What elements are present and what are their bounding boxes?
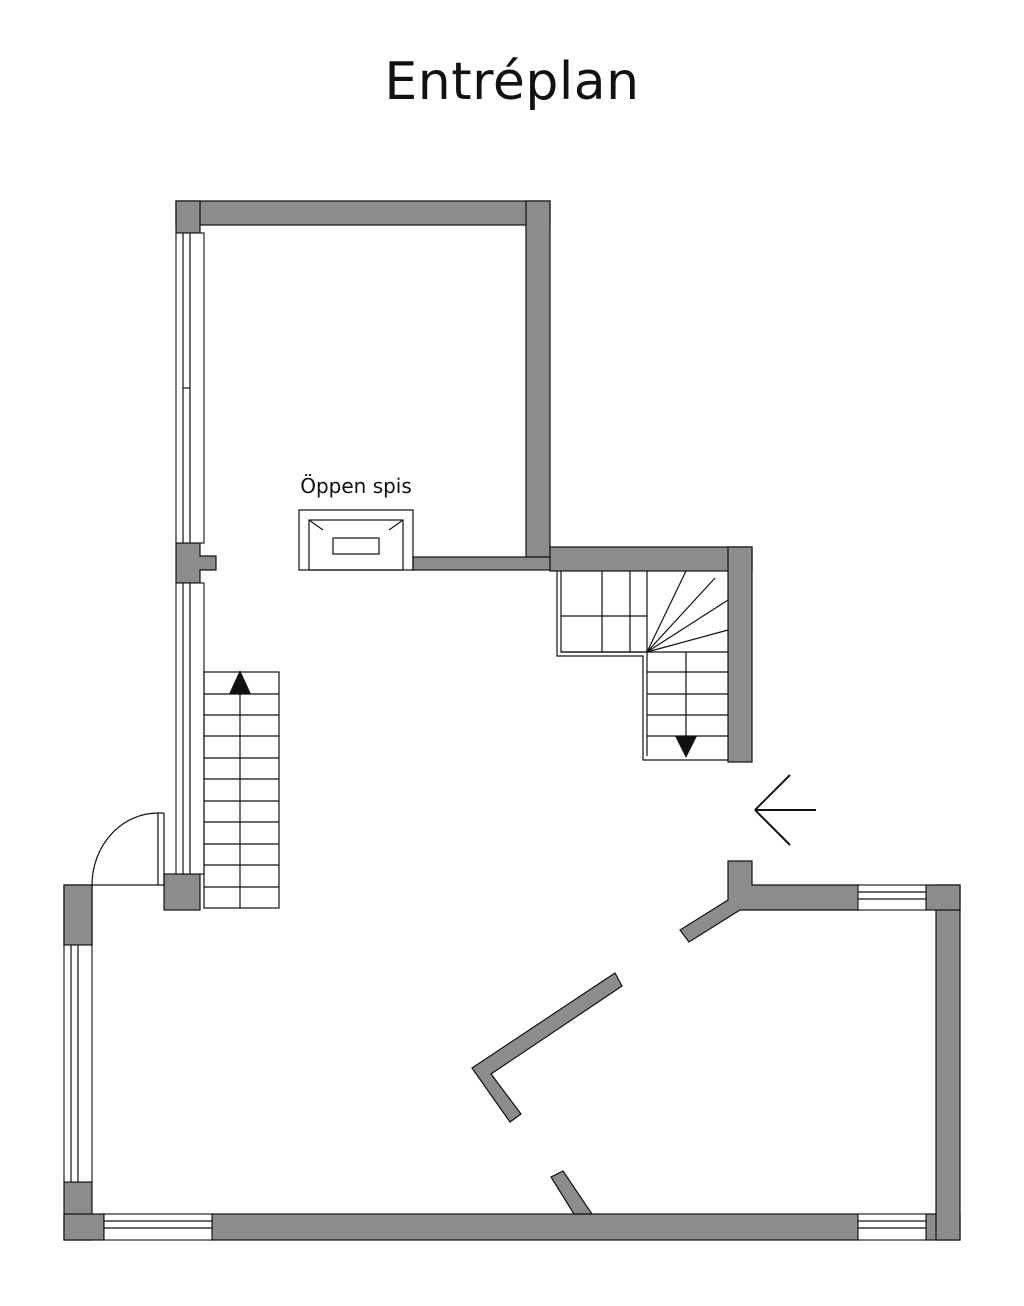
fireplace: Öppen spis: [298, 474, 414, 571]
wall-lower-right-top: [925, 884, 961, 911]
wall-entrance-diagonal: [679, 860, 861, 943]
walls: [63, 200, 961, 1241]
wall-bottom-left: [63, 1213, 105, 1241]
partition-small: [550, 1170, 594, 1215]
window-bottom-left: [103, 1213, 213, 1241]
wall-left-corner: [163, 873, 201, 911]
arrow-up-icon: [229, 670, 251, 694]
wall-bottom: [211, 1213, 859, 1241]
fireplace-label: Öppen spis: [300, 474, 412, 498]
stair-left: [203, 670, 280, 909]
wall-lower-right: [935, 884, 961, 1241]
window-top-right: [857, 884, 927, 911]
page-title: Entréplan: [384, 52, 640, 112]
arrow-left-icon: [754, 774, 816, 846]
partition-L: [471, 972, 623, 1123]
wall-left-top: [175, 200, 201, 234]
arrow-down-icon: [675, 736, 697, 758]
windows: [63, 232, 927, 1241]
wall-stair-right: [727, 546, 753, 763]
wall-left-pier: [175, 542, 217, 584]
stair-right: [556, 570, 729, 761]
door-left: [91, 812, 165, 886]
wall-top: [175, 200, 551, 226]
wall-upper-right: [525, 200, 551, 558]
wall-stair-top: [549, 546, 753, 572]
window-bottom-right: [857, 1213, 927, 1241]
wall-fireplace-right: [412, 556, 551, 571]
wall-lower-left-corner: [63, 884, 93, 946]
